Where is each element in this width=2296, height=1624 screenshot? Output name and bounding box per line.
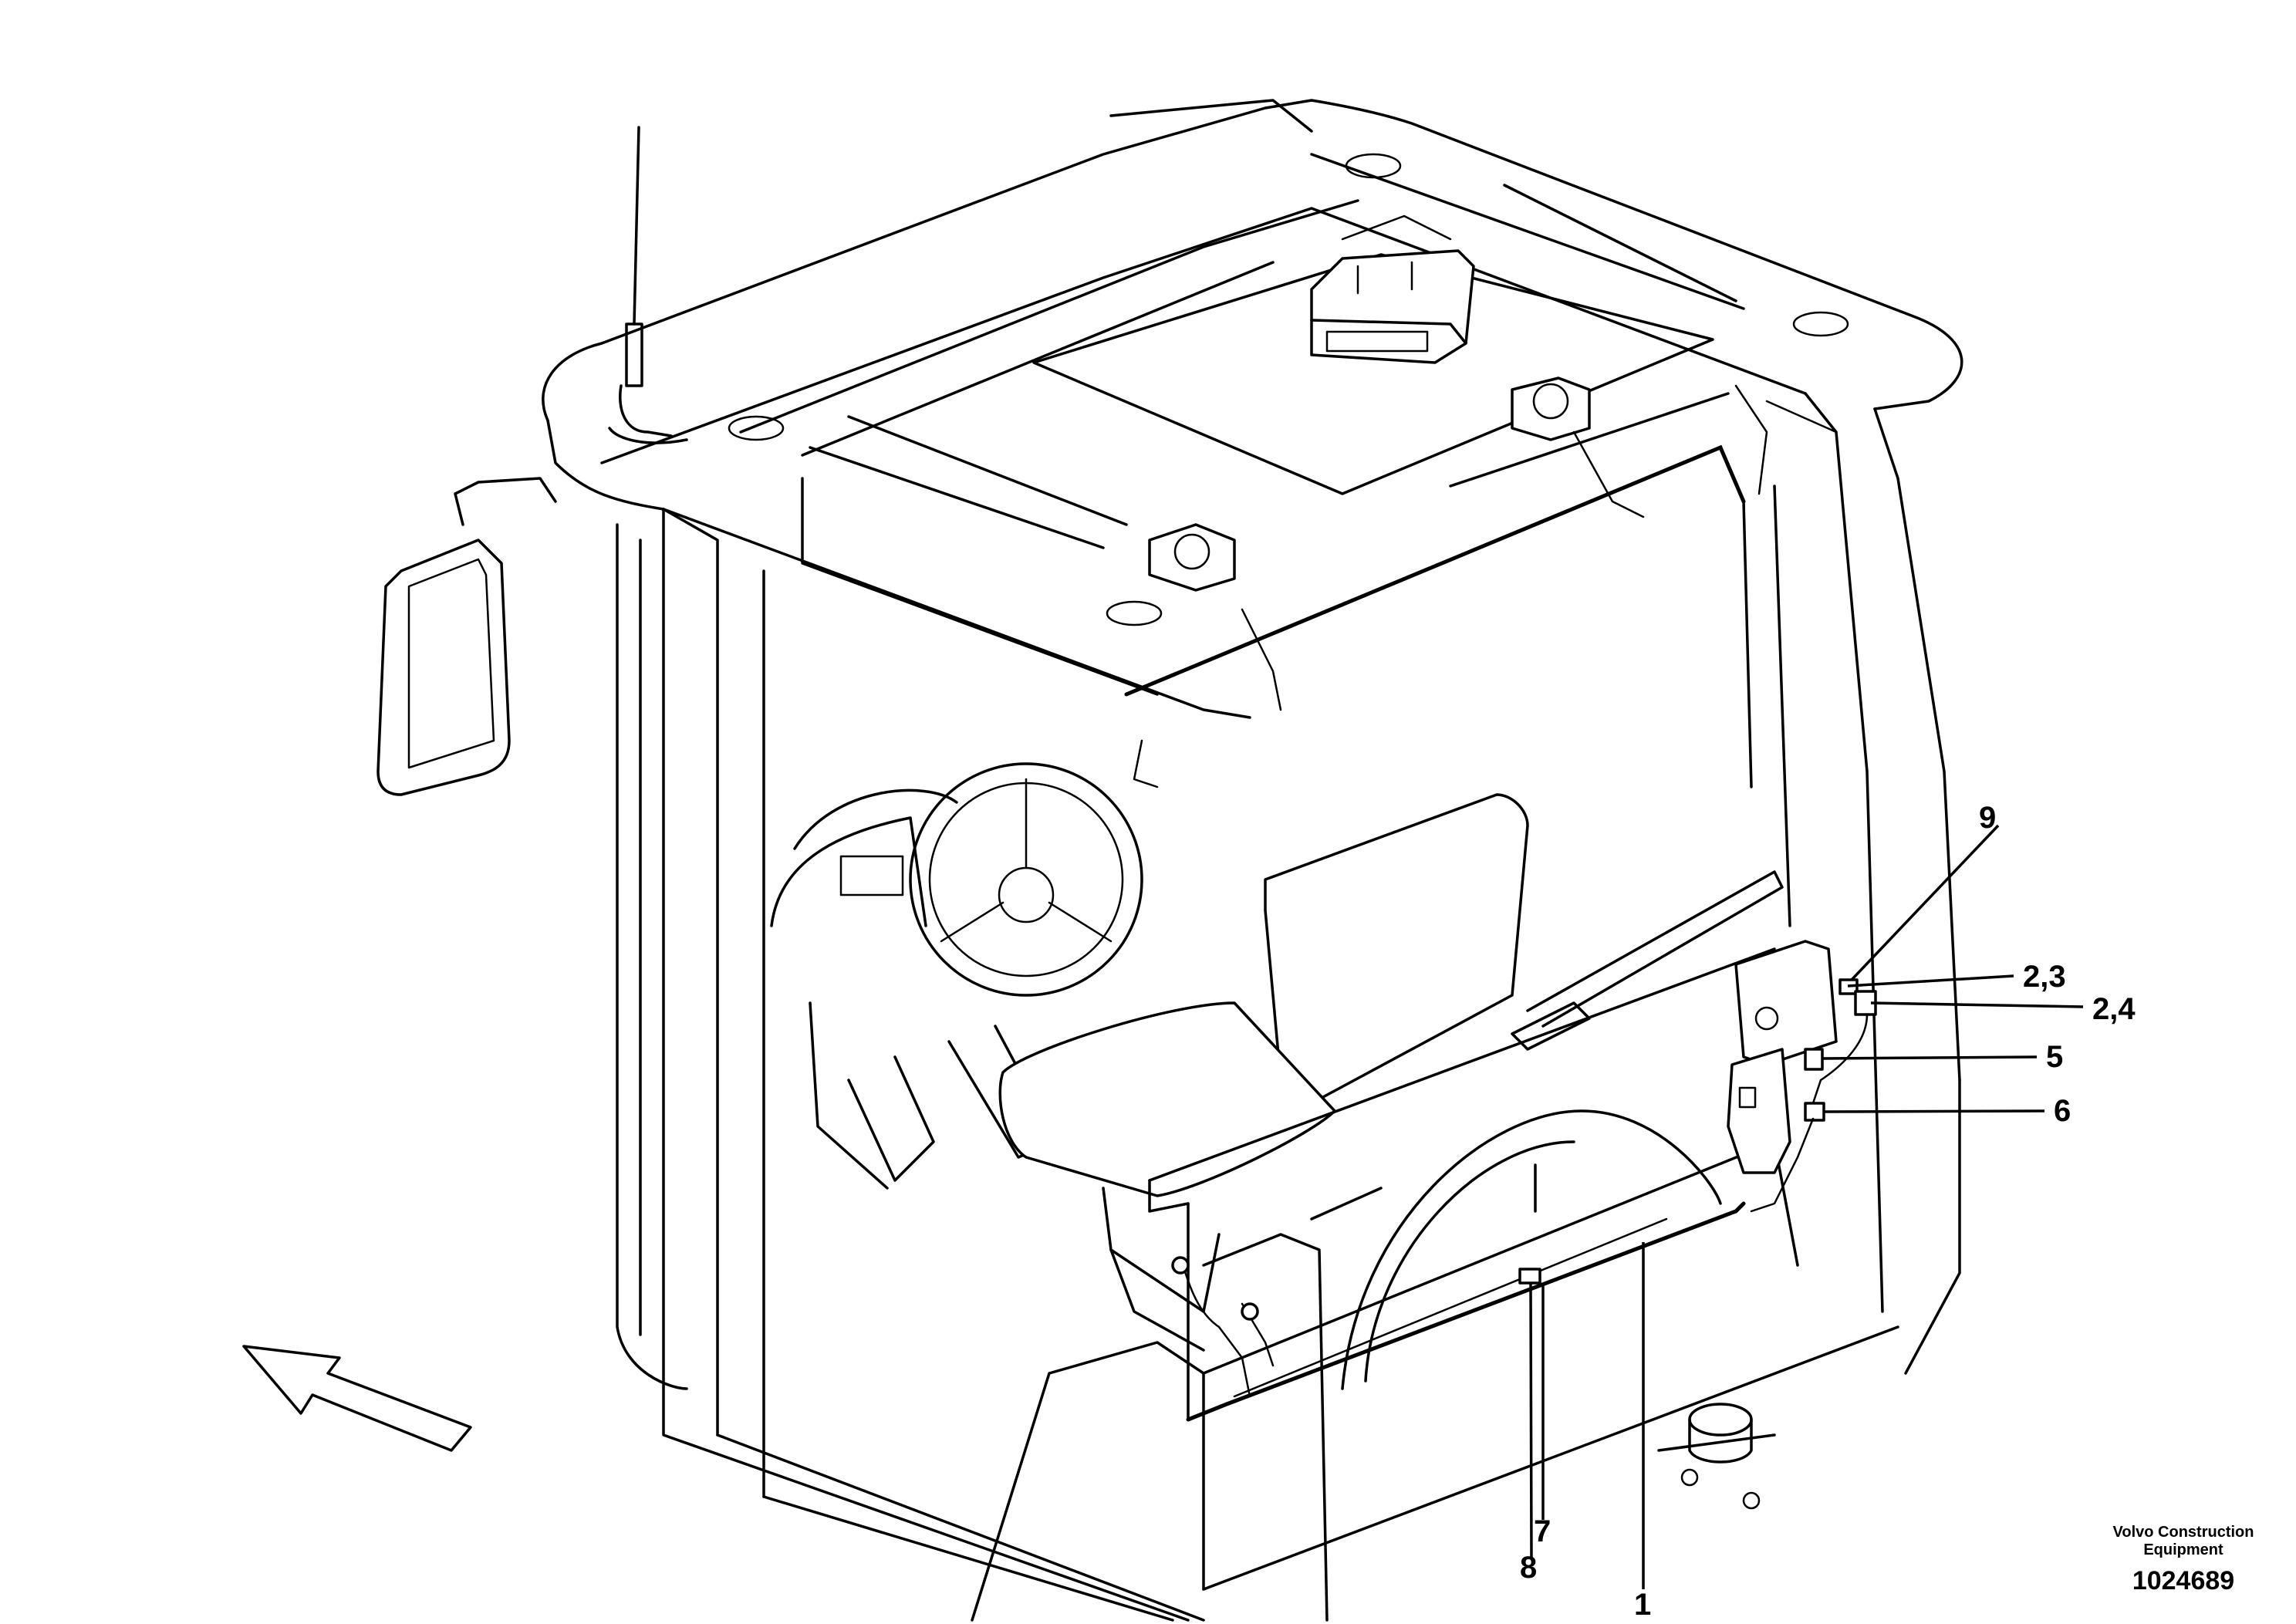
maker-name: Volvo Construction Equipment bbox=[2083, 1524, 2284, 1559]
antenna bbox=[608, 126, 688, 444]
wiper-motor-box bbox=[1727, 940, 1838, 1174]
maker-line-2: Equipment bbox=[2143, 1541, 2223, 1558]
callout-8: 8 bbox=[1520, 1551, 1538, 1585]
maker-line-1: Volvo Construction bbox=[2112, 1524, 2254, 1541]
cab-roof bbox=[542, 99, 1963, 719]
direction-arrow-icon bbox=[242, 1345, 472, 1452]
rear-fender bbox=[971, 947, 1776, 1622]
callout-2-4: 2,4 bbox=[2092, 992, 2136, 1026]
callout-leaders bbox=[1529, 824, 2084, 1589]
callout-2-3: 2,3 bbox=[2023, 960, 2066, 994]
callout-6: 6 bbox=[2054, 1094, 2071, 1128]
callout-7: 7 bbox=[1534, 1514, 1551, 1548]
drawing-number: 1024689 bbox=[2132, 1566, 2235, 1595]
rear-unit bbox=[1657, 1403, 1776, 1510]
radio-unit bbox=[1310, 214, 1475, 364]
operator-seat bbox=[998, 793, 1529, 1352]
speakers bbox=[1148, 376, 1591, 592]
wiring-harness bbox=[1171, 1201, 1746, 1422]
callout-9: 9 bbox=[1979, 801, 1997, 835]
roof-wiring bbox=[1124, 384, 1838, 788]
side-mirror bbox=[376, 477, 557, 796]
callout-5: 5 bbox=[2046, 1040, 2064, 1074]
callout-1: 1 bbox=[1634, 1588, 1652, 1622]
